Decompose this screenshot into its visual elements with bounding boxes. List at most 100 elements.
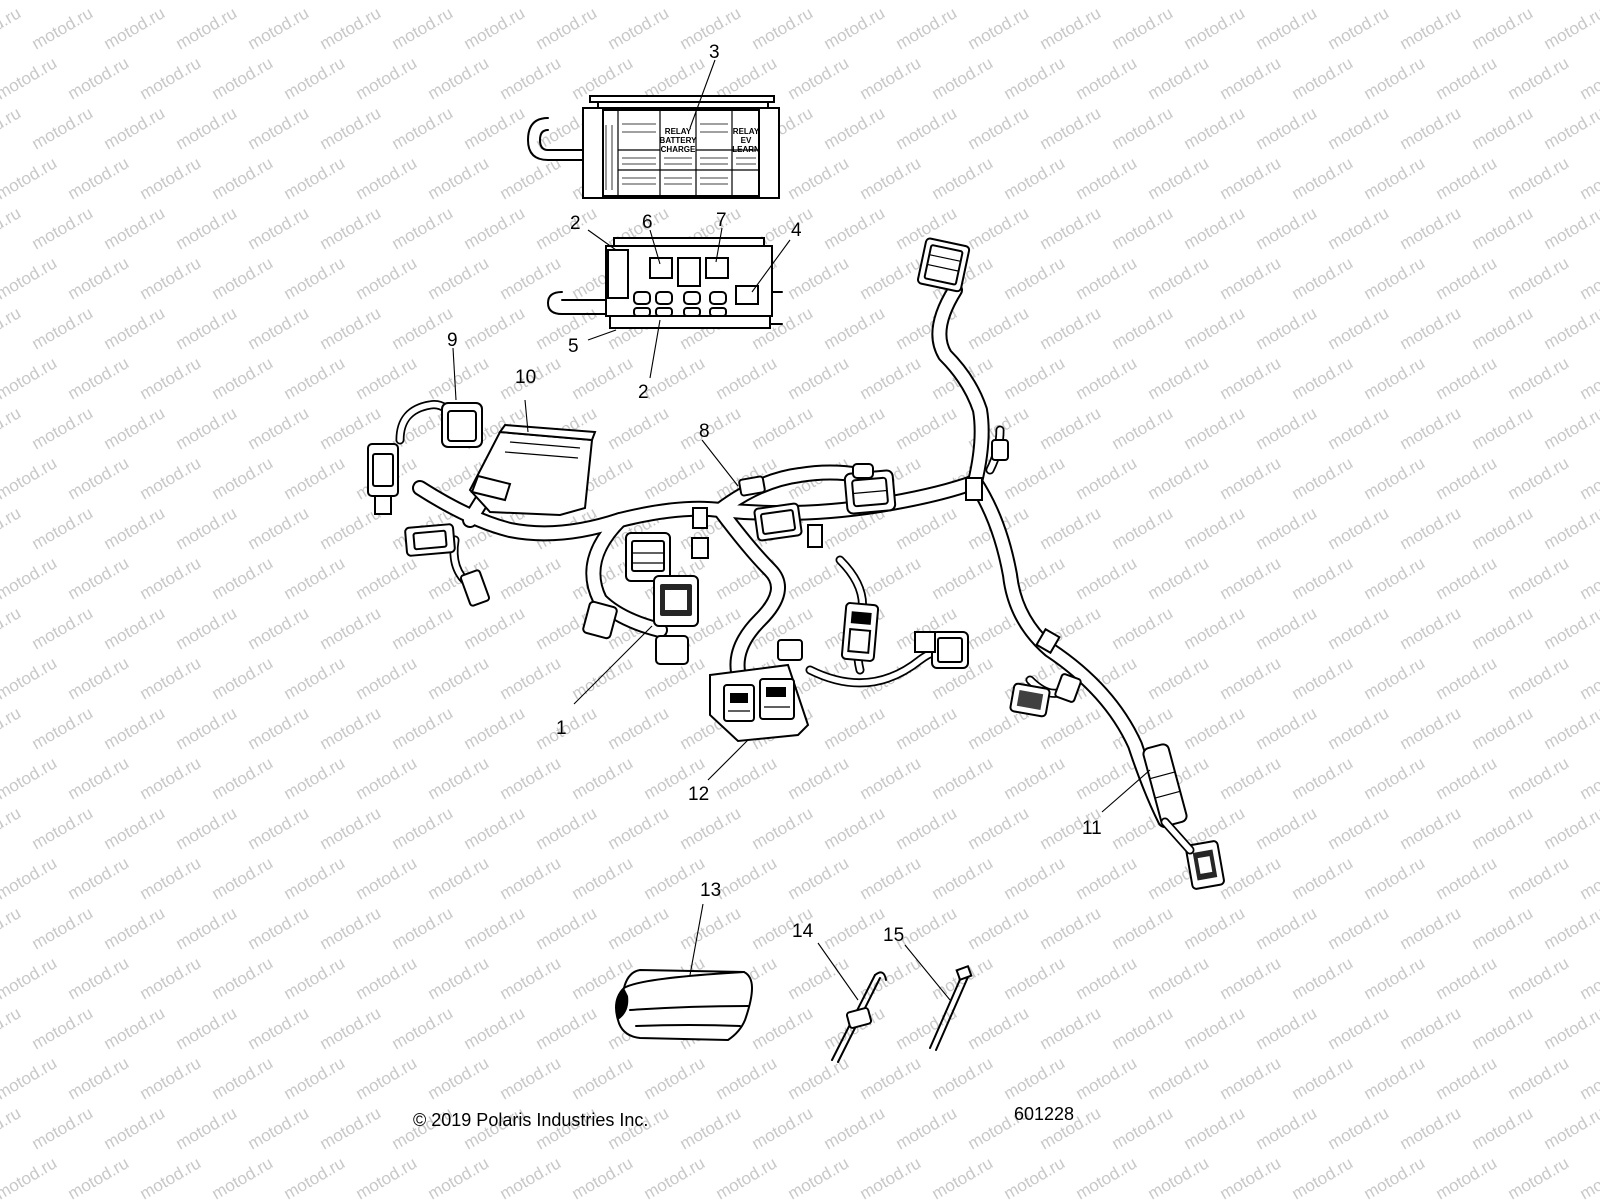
watermark-text: motod.ru xyxy=(1253,503,1321,553)
watermark-text: motod.ru xyxy=(1541,1103,1600,1153)
watermark-text: motod.ru xyxy=(317,903,385,953)
watermark-text: motod.ru xyxy=(461,103,529,153)
watermark-text: motod.ru xyxy=(1397,403,1465,453)
watermark-text: motod.ru xyxy=(821,403,889,453)
watermark-text: motod.ru xyxy=(1469,1003,1537,1053)
watermark-text: motod.ru xyxy=(425,53,493,103)
watermark-text: motod.ru xyxy=(245,903,313,953)
watermark-text: motod.ru xyxy=(1433,1053,1501,1103)
watermark-text: motod.ru xyxy=(1505,553,1573,603)
watermark-text: motod.ru xyxy=(1361,53,1429,103)
copyright-notice: © 2019 Polaris Industries Inc. xyxy=(413,1110,648,1130)
watermark-text: motod.ru xyxy=(713,1153,781,1200)
watermark-text: motod.ru xyxy=(857,253,925,303)
callout-10: 10 xyxy=(515,367,536,388)
watermark-text: motod.ru xyxy=(245,703,313,753)
watermark-text: motod.ru xyxy=(209,953,277,1003)
watermark-text: motod.ru xyxy=(1577,353,1600,403)
watermark-text: motod.ru xyxy=(389,603,457,653)
watermark-text: motod.ru xyxy=(1217,53,1285,103)
watermark-text: motod.ru xyxy=(1469,303,1537,353)
watermark-text: motod.ru xyxy=(29,903,97,953)
watermark-text: motod.ru xyxy=(893,703,961,753)
watermark-text: motod.ru xyxy=(1001,153,1069,203)
watermark-text: motod.ru xyxy=(857,53,925,103)
watermark-text: motod.ru xyxy=(821,703,889,753)
watermark-text: motod.ru xyxy=(245,1103,313,1153)
watermark-text: motod.ru xyxy=(497,853,565,903)
watermark-text: motod.ru xyxy=(137,653,205,703)
watermark-text: motod.ru xyxy=(641,453,709,503)
watermark-text: motod.ru xyxy=(1505,953,1573,1003)
watermark-text: motod.ru xyxy=(137,553,205,603)
watermark-text: motod.ru xyxy=(353,53,421,103)
watermark-text: motod.ru xyxy=(425,653,493,703)
watermark-text: motod.ru xyxy=(1145,253,1213,303)
watermark-text: motod.ru xyxy=(173,103,241,153)
watermark-text: motod.ru xyxy=(425,953,493,1003)
watermark-text: motod.ru xyxy=(1469,403,1537,453)
watermark-text: motod.ru xyxy=(1397,503,1465,553)
watermark-text: motod.ru xyxy=(1073,1053,1141,1103)
watermark-text: motod.ru xyxy=(29,603,97,653)
watermark-text: motod.ru xyxy=(1181,703,1249,753)
watermark-text: motod.ru xyxy=(965,303,1033,353)
watermark-text: motod.ru xyxy=(1541,203,1600,253)
watermark-text: motod.ru xyxy=(461,803,529,853)
watermark-text: motod.ru xyxy=(101,1003,169,1053)
watermark-text: motod.ru xyxy=(65,1153,133,1200)
watermark-text: motod.ru xyxy=(101,3,169,53)
watermark-text: motod.ru xyxy=(29,3,97,53)
watermark-text: motod.ru xyxy=(1037,903,1105,953)
watermark-text: motod.ru xyxy=(1397,803,1465,853)
watermark-text: motod.ru xyxy=(785,153,853,203)
fuse-slots xyxy=(633,257,759,317)
callout-3: 3 xyxy=(709,42,720,63)
watermark-text: motod.ru xyxy=(461,303,529,353)
watermark-text: motod.ru xyxy=(281,0,349,3)
watermark-text: motod.ru xyxy=(245,203,313,253)
watermark-text: motod.ru xyxy=(785,353,853,403)
watermark-text: motod.ru xyxy=(497,1153,565,1200)
watermark-text: motod.ru xyxy=(1325,103,1393,153)
watermark-text: motod.ru xyxy=(1073,553,1141,603)
watermark-text: motod.ru xyxy=(1397,303,1465,353)
callout-leaders xyxy=(452,59,1151,1001)
watermark-text: motod.ru xyxy=(1217,153,1285,203)
watermark-text: motod.ru xyxy=(1397,1003,1465,1053)
watermark-text: motod.ru xyxy=(0,553,60,603)
watermark-text: motod.ru xyxy=(1289,353,1357,403)
watermark-text: motod.ru xyxy=(461,703,529,753)
watermark-text: motod.ru xyxy=(29,703,97,753)
watermark-text: motod.ru xyxy=(533,903,601,953)
watermark-text: motod.ru xyxy=(569,353,637,403)
watermark-text: motod.ru xyxy=(281,853,349,903)
watermark-text: motod.ru xyxy=(857,153,925,203)
watermark-text: motod.ru xyxy=(605,703,673,753)
fuse-box-label-part-3: RELAY BATTERY CHARGE RELAY EV LEARN xyxy=(527,95,780,199)
watermark-text: motod.ru xyxy=(1181,1003,1249,1053)
watermark-text: motod.ru xyxy=(821,103,889,153)
watermark-text: motod.ru xyxy=(821,903,889,953)
watermark-text: motod.ru xyxy=(209,0,277,3)
watermark-text: motod.ru xyxy=(1325,603,1393,653)
callout-1: 1 xyxy=(556,718,567,739)
watermark-text: motod.ru xyxy=(0,953,60,1003)
watermark-text: motod.ru xyxy=(749,803,817,853)
watermark-text: motod.ru xyxy=(965,1003,1033,1053)
watermark-text: motod.ru xyxy=(353,1153,421,1200)
watermark-text: motod.ru xyxy=(281,53,349,103)
watermark-text: motod.ru xyxy=(173,403,241,453)
watermark-text: motod.ru xyxy=(1433,153,1501,203)
watermark-text: motod.ru xyxy=(0,153,60,203)
watermark-text: motod.ru xyxy=(1109,3,1177,53)
watermark-text: motod.ru xyxy=(1217,553,1285,603)
watermark-text: motod.ru xyxy=(1361,0,1429,3)
watermark-text: motod.ru xyxy=(1217,753,1285,803)
watermark-text: motod.ru xyxy=(1541,903,1600,953)
watermark-text: motod.ru xyxy=(1145,53,1213,103)
watermark-text: motod.ru xyxy=(1001,253,1069,303)
watermark-text: motod.ru xyxy=(0,303,24,353)
callout-13: 13 xyxy=(700,880,721,901)
watermark-text: motod.ru xyxy=(497,753,565,803)
